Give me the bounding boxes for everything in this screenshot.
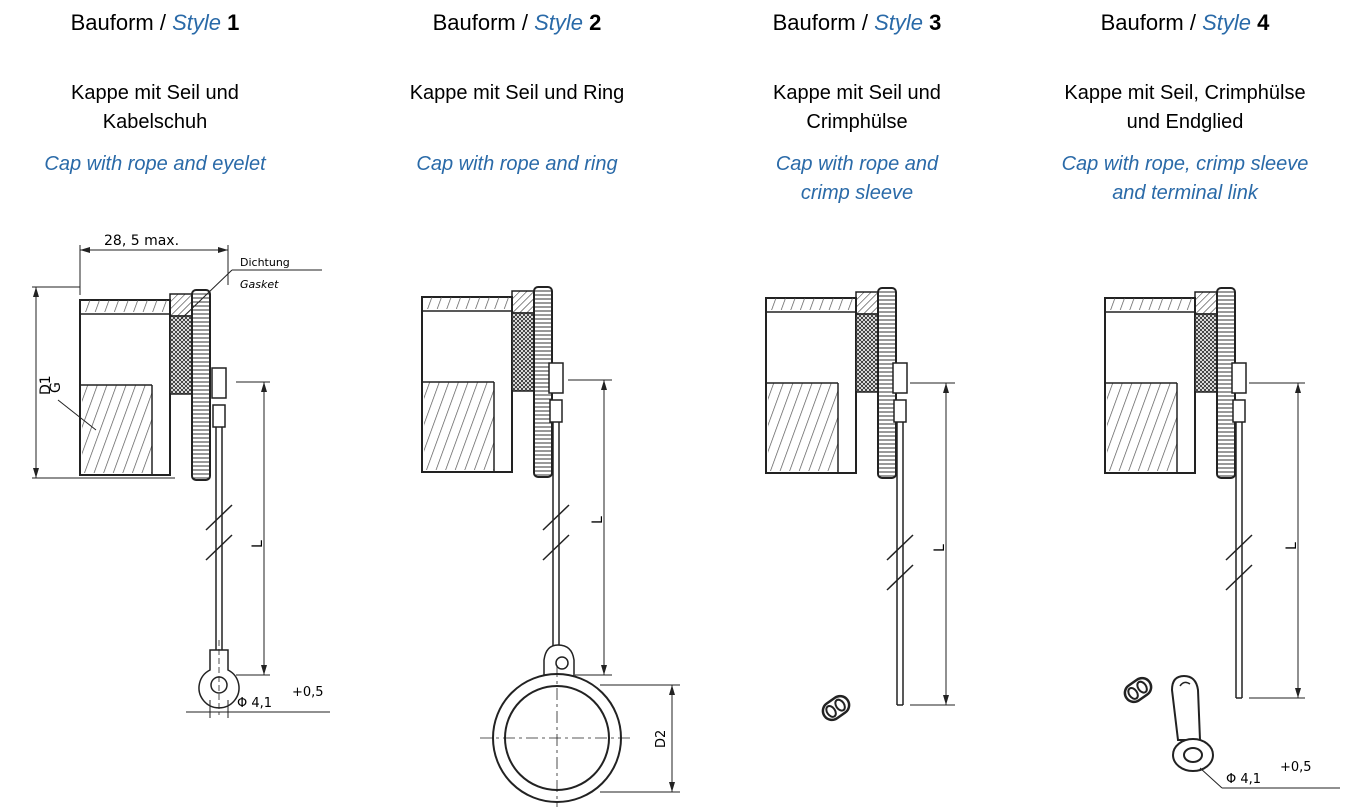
l-label-1: L xyxy=(250,540,266,548)
style-2-drawing: L D2 xyxy=(421,286,680,807)
d1-label: D1 xyxy=(38,375,54,395)
hole-tolerance-label-1: +0,5 xyxy=(292,685,324,700)
l-label-4: L xyxy=(1284,542,1300,550)
hole-tolerance-label-4: +0,5 xyxy=(1280,760,1312,775)
terminal-link-4 xyxy=(1170,674,1214,772)
d2-label: D2 xyxy=(654,730,669,748)
hole-diameter-label-1: Φ 4,1 xyxy=(237,696,272,711)
style-1-drawing: 28, 5 max. Dichtung Gasket D1 G L xyxy=(32,233,330,718)
hole-diameter-label-4: Φ 4,1 xyxy=(1226,772,1261,787)
style-1-english-description: Cap with rope and eyelet xyxy=(44,153,266,175)
style-2-german-description: Kappe mit Seil und Ring xyxy=(409,82,625,104)
style-1-heading: Bauform / Style 1 xyxy=(70,10,240,35)
style-2-english-description: Cap with rope and ring xyxy=(416,153,618,175)
style-3-heading: Bauform / Style 3 xyxy=(772,10,942,35)
length-dimension-label: 28, 5 max. xyxy=(104,233,179,249)
gasket-german-label: Dichtung xyxy=(240,256,290,269)
style-3-drawing: L xyxy=(765,287,955,722)
g-label: G xyxy=(48,382,64,393)
style-4-heading: Bauform / Style 4 xyxy=(1100,10,1270,35)
style-4-drawing: L Φ 4,1 +0,5 xyxy=(1104,287,1340,789)
l-label-2: L xyxy=(590,516,606,524)
crimp-sleeve-3 xyxy=(821,694,851,722)
style-2-heading: Bauform / Style 2 xyxy=(432,10,602,35)
gasket-english-label: Gasket xyxy=(240,278,279,291)
crimp-sleeve-4 xyxy=(1123,676,1153,704)
l-label-3: L xyxy=(932,544,948,552)
